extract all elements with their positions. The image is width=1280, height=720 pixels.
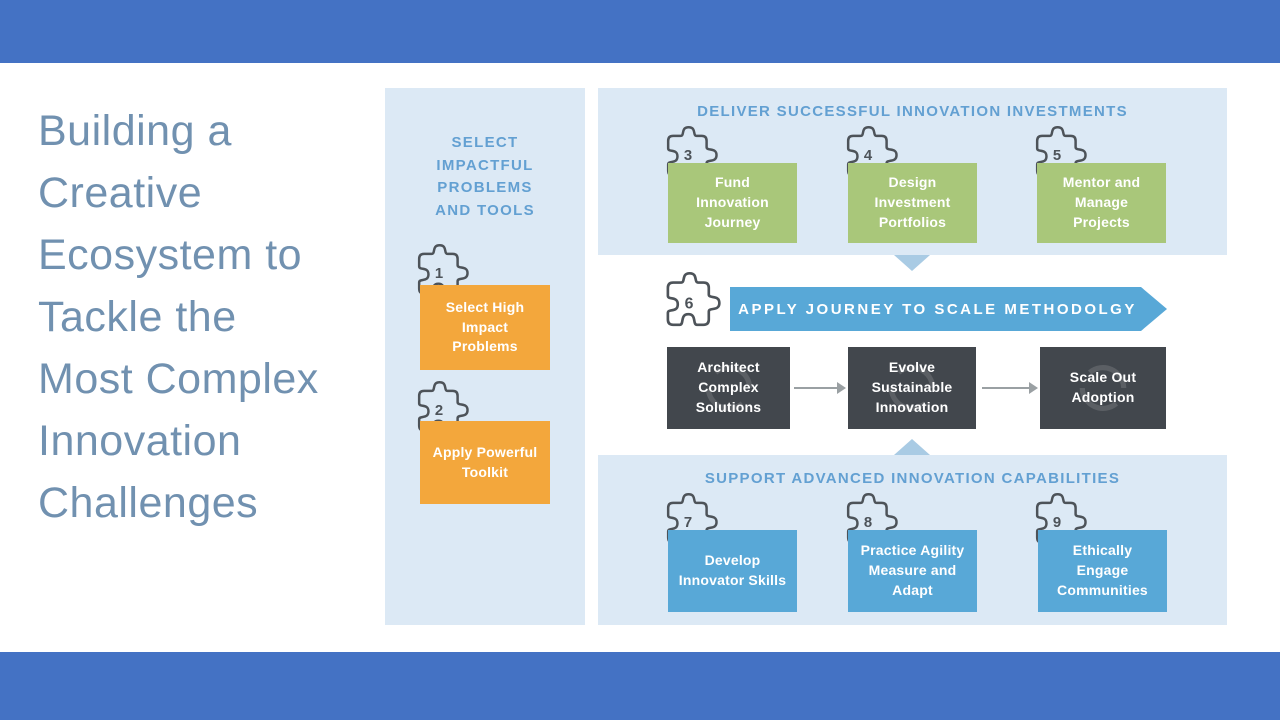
svg-text:7: 7: [684, 515, 692, 531]
stage-box-architect-complex-solutions: Architect Complex Solutions: [667, 347, 790, 429]
step-box-fund-innovation-journey: Fund Innovation Journey: [668, 163, 797, 243]
svg-text:6: 6: [685, 295, 694, 312]
svg-text:8: 8: [864, 515, 872, 531]
top-border-bar: [0, 0, 1280, 63]
svg-text:2: 2: [435, 403, 443, 419]
stage-box-evolve-sustainable-innovation: Evolve Sustainable Innovation: [848, 347, 976, 429]
cycle-arrows-icon: [1079, 365, 1127, 411]
cycle-arrows-icon: [888, 365, 936, 411]
stage-label: Evolve Sustainable Innovation: [871, 359, 953, 415]
slide-title: Building a Creative Ecosystem to Tackle …: [38, 107, 319, 527]
step-box-design-investment-portfolios: Design Investment Portfolios: [848, 163, 977, 243]
bottom-border-bar: [0, 652, 1280, 720]
step-box-select-high-impact-problems: Select High Impact Problems: [420, 285, 550, 370]
scale-methodology-banner: APPLY JOURNEY TO SCALE METHODOLGY: [730, 287, 1167, 331]
step-box-apply-powerful-toolkit: Apply Powerful Toolkit: [420, 421, 550, 504]
cycle-arrows-icon: [705, 365, 752, 411]
deliver-panel-header: DELIVER SUCCESSFUL INNOVATION INVESTMENT…: [697, 103, 1128, 120]
right-arrow-icon: [794, 382, 846, 394]
down-arrow-icon: [894, 255, 930, 271]
svg-text:1: 1: [435, 266, 443, 282]
stage-label: Scale Out Adoption: [1069, 369, 1137, 405]
stage-box-scale-out-adoption: Scale Out Adoption: [1040, 347, 1166, 429]
step-box-ethically-engage-communities: Ethically Engage Communities: [1038, 530, 1167, 612]
svg-text:3: 3: [684, 148, 692, 164]
step-box-develop-innovator-skills: Develop Innovator Skills: [668, 530, 797, 612]
select-panel-header: SELECT IMPACTFUL PROBLEMS AND TOOLS: [435, 134, 535, 219]
svg-text:4: 4: [864, 148, 873, 164]
svg-text:5: 5: [1053, 148, 1061, 164]
support-panel-header: SUPPORT ADVANCED INNOVATION CAPABILITIES: [704, 470, 1121, 487]
right-arrow-icon: [982, 382, 1038, 394]
puzzle-piece-icon: 6: [666, 272, 721, 327]
stage-label: Architect Complex Solutions: [695, 359, 762, 415]
step-box-practice-agility-measure-adapt: Practice Agility Measure and Adapt: [848, 530, 977, 612]
step-box-mentor-and-manage-projects: Mentor and Manage Projects: [1037, 163, 1166, 243]
up-arrow-icon: [894, 439, 930, 455]
svg-text:9: 9: [1053, 515, 1061, 531]
